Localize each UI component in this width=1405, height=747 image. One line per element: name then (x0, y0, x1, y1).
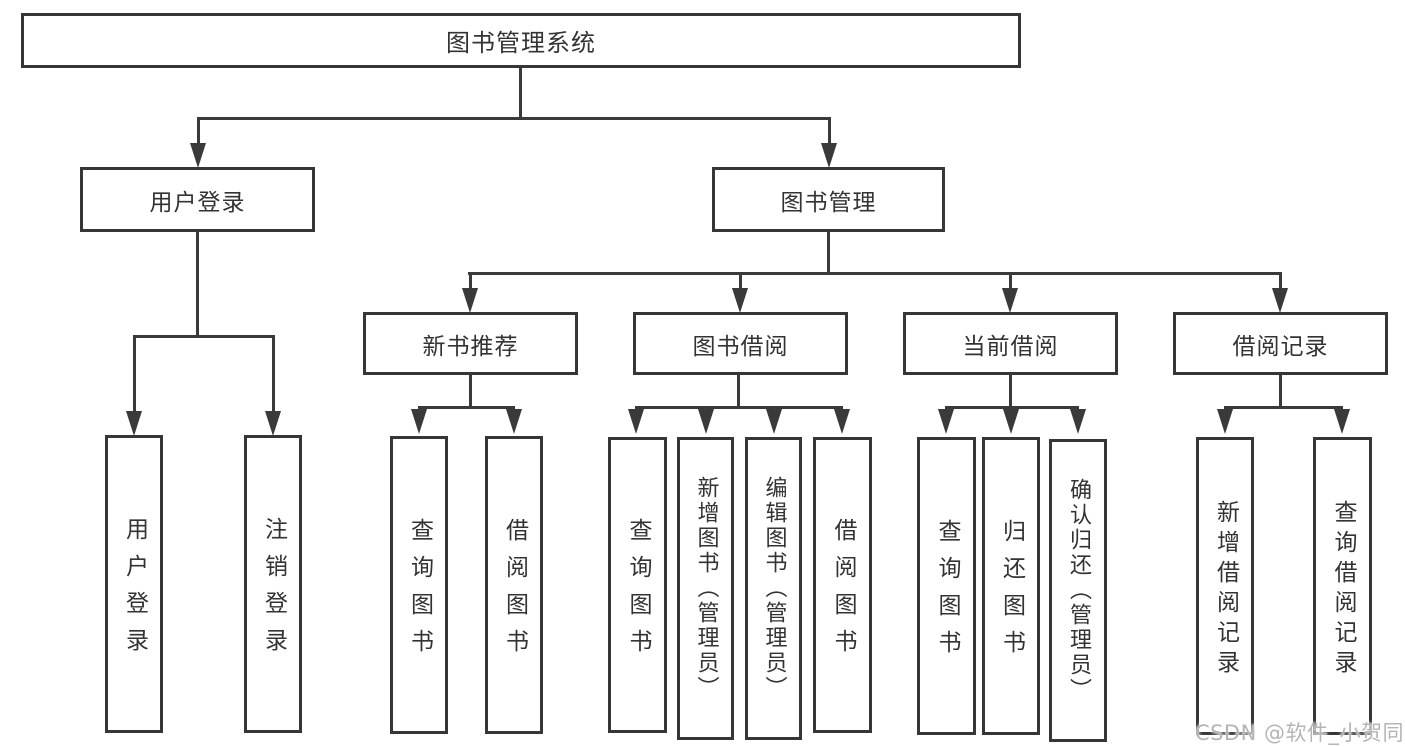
arrowhead-down-icon (265, 411, 281, 436)
arrowhead-down-icon (1003, 409, 1019, 434)
connector-hline (468, 272, 1281, 275)
connector-vline (197, 117, 200, 145)
arrowhead-down-icon (834, 409, 850, 434)
watermark: CSDN @软件_小贺同学 (1194, 721, 1404, 745)
arrowhead-down-icon (1070, 409, 1086, 434)
connector-vline (1009, 272, 1012, 290)
arrowhead-down-icon (1002, 288, 1018, 313)
node-user-login: 用户登录 (80, 167, 315, 232)
leaf-query-books-borrow: 查询图书 (608, 437, 667, 733)
connector-vline (519, 68, 522, 117)
leaf-query-borrow-record: 查询借阅记录 (1313, 437, 1372, 735)
arrowhead-down-icon (628, 409, 644, 434)
arrowhead-down-icon (1334, 409, 1350, 434)
connector-vline (196, 232, 199, 338)
leaf-query-books-current: 查询图书 (917, 437, 976, 735)
node-root: 图书管理系统 (21, 13, 1021, 68)
node-borrow-records: 借阅记录 (1173, 312, 1388, 375)
arrowhead-down-icon (126, 411, 142, 436)
arrowhead-down-icon (821, 143, 837, 168)
connector-vline (828, 117, 831, 145)
arrowhead-down-icon (1217, 409, 1233, 434)
connector-vline (739, 272, 742, 290)
connector-vline (1009, 375, 1012, 409)
connector-hline (945, 406, 1079, 409)
leaf-query-books-recommend: 查询图书 (390, 436, 448, 734)
node-new-book-recommend: 新书推荐 (363, 312, 578, 375)
arrowhead-down-icon (732, 288, 748, 313)
connector-hline (133, 335, 274, 338)
connector-vline (827, 232, 830, 275)
node-book-borrow: 图书借阅 (633, 312, 848, 375)
arrowhead-down-icon (411, 409, 427, 434)
leaf-user-login: 用户登录 (105, 435, 163, 733)
arrowhead-down-icon (1272, 288, 1288, 313)
leaf-edit-book-admin: 编辑图书（管理员） (745, 437, 802, 740)
leaf-borrow-books-recommend: 借阅图书 (485, 436, 543, 734)
leaf-add-borrow-record: 新增借阅记录 (1196, 437, 1254, 735)
connector-vline (1279, 272, 1282, 290)
leaf-return-book: 归还图书 (982, 437, 1040, 735)
connector-vline (737, 375, 740, 409)
connector-vline (1279, 375, 1282, 409)
arrowhead-down-icon (938, 409, 954, 434)
connector-hline (635, 406, 843, 409)
arrowhead-down-icon (506, 409, 522, 434)
leaf-logout: 注销登录 (244, 435, 302, 733)
connector-vline (133, 335, 136, 413)
leaf-add-book-admin: 新增图书（管理员） (677, 437, 734, 740)
leaf-confirm-return-admin: 确认归还（管理员） (1049, 439, 1107, 742)
connector-hline (197, 117, 831, 120)
connector-vline (469, 272, 472, 290)
connector-vline (469, 375, 472, 409)
arrowhead-down-icon (766, 409, 782, 434)
arrowhead-down-icon (190, 143, 206, 168)
arrowhead-down-icon (698, 409, 714, 434)
connector-hline (1224, 406, 1343, 409)
connector-hline (418, 406, 515, 409)
arrowhead-down-icon (462, 288, 478, 313)
node-book-management: 图书管理 (712, 167, 945, 232)
connector-vline (272, 335, 275, 413)
leaf-borrow-books-borrow: 借阅图书 (813, 437, 872, 733)
node-current-borrow: 当前借阅 (903, 312, 1118, 375)
